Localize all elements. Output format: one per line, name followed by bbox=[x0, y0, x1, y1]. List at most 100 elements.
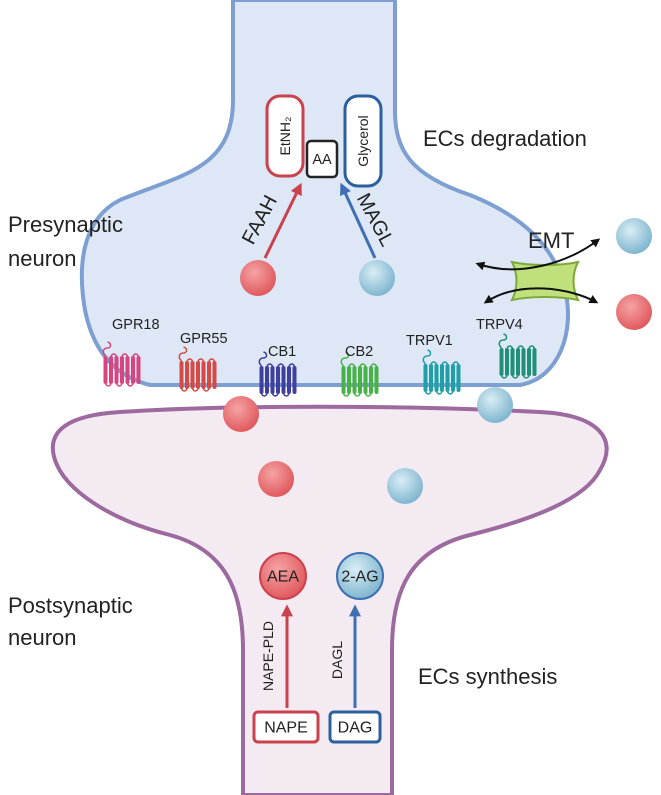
aa-box: AA bbox=[305, 139, 339, 179]
receptor-helix bbox=[516, 348, 520, 376]
receptor-tail bbox=[422, 349, 432, 365]
receptor-tail bbox=[498, 333, 508, 349]
etnh2-box: EtNH₂ bbox=[265, 94, 305, 178]
receptor-helix bbox=[527, 348, 531, 376]
receptor-helix bbox=[259, 366, 264, 394]
receptor-trpv1: TRPV1 bbox=[406, 333, 461, 395]
receptor-helix bbox=[136, 356, 141, 384]
receptor-helix bbox=[114, 356, 119, 384]
postsynaptic-neuron bbox=[50, 404, 609, 795]
receptor-helix bbox=[532, 348, 537, 376]
receptor-loops bbox=[424, 361, 460, 395]
emt-label: EMT bbox=[528, 228, 574, 253]
receptor-label-cb2: CB2 bbox=[345, 344, 373, 360]
receptor-helix bbox=[423, 364, 428, 392]
emt-arrow-in-out-2 bbox=[483, 287, 599, 304]
receptor-tail bbox=[178, 346, 188, 362]
presynaptic-label-line1: Presynaptic bbox=[8, 212, 123, 237]
receptor-helix bbox=[510, 348, 515, 376]
receptor-helix bbox=[341, 366, 346, 394]
receptor-helix bbox=[201, 361, 206, 389]
receptor-helix bbox=[287, 366, 291, 394]
aea-molecule-pre bbox=[240, 260, 276, 296]
receptor-helix bbox=[125, 356, 130, 384]
receptor-helix bbox=[445, 364, 450, 392]
dagl-label: DAGL bbox=[329, 641, 345, 679]
emt-arrow-in-out-1 bbox=[475, 238, 601, 271]
receptor-helix bbox=[131, 356, 135, 384]
emt-transporter bbox=[510, 260, 580, 302]
receptor-helix bbox=[363, 366, 368, 394]
receptor-tail bbox=[102, 341, 112, 357]
presynaptic-neuron bbox=[79, 0, 570, 387]
receptor-helix bbox=[120, 356, 124, 384]
aea-molecule-extracellular bbox=[616, 294, 652, 330]
receptor-gpr18: GPR18 bbox=[102, 317, 160, 387]
2ag-label: 2-AG bbox=[341, 569, 378, 586]
magl-arrow bbox=[340, 182, 377, 259]
synthesis-label: ECs synthesis bbox=[418, 664, 557, 689]
receptor-helix bbox=[281, 366, 286, 394]
nape-label: NAPE bbox=[264, 720, 308, 737]
receptor-helix bbox=[369, 366, 373, 394]
receptor-tail bbox=[340, 351, 350, 367]
receptor-cb1: CB1 bbox=[258, 344, 297, 397]
nape-pld-label: NAPE-PLD bbox=[260, 621, 276, 691]
2ag-molecule-post bbox=[387, 468, 423, 504]
etnh2-label: EtNH₂ bbox=[277, 117, 293, 156]
receptor-helix bbox=[292, 366, 297, 394]
receptor-label-gpr18: GPR18 bbox=[112, 317, 160, 333]
faah-arrow bbox=[263, 182, 302, 259]
dag-label: DAG bbox=[338, 720, 373, 737]
receptor-tail bbox=[258, 351, 268, 367]
receptor-helix bbox=[265, 366, 269, 394]
glycerol-box: Glycerol bbox=[343, 94, 383, 188]
aea-node: AEA bbox=[259, 552, 307, 600]
receptor-helix bbox=[179, 361, 184, 389]
receptor-loops bbox=[260, 363, 296, 397]
receptor-helix bbox=[451, 364, 455, 392]
dag-box: DAG bbox=[328, 710, 382, 744]
2ag-molecule-pre bbox=[359, 260, 395, 296]
aea-label: AEA bbox=[267, 569, 299, 586]
receptor-helix bbox=[358, 366, 362, 394]
receptor-label-cb1: CB1 bbox=[268, 344, 296, 360]
receptor-helix bbox=[196, 361, 200, 389]
aa-label: AA bbox=[312, 152, 332, 168]
postsynaptic-label-line1: Postsynaptic bbox=[8, 593, 133, 618]
receptor-loops bbox=[342, 363, 378, 397]
receptor-gpr55: GPR55 bbox=[178, 331, 228, 392]
receptor-label-trpv4: TRPV4 bbox=[476, 317, 523, 333]
receptor-helix bbox=[207, 361, 211, 389]
receptor-loops bbox=[500, 345, 536, 379]
receptor-helix bbox=[212, 361, 217, 389]
receptor-helix bbox=[456, 364, 461, 392]
receptor-helix bbox=[352, 366, 357, 394]
aea-molecule-post bbox=[258, 461, 294, 497]
receptor-helix bbox=[109, 356, 113, 384]
receptor-trpv4: TRPV4 bbox=[476, 317, 537, 379]
receptor-helix bbox=[190, 361, 195, 389]
degradation-label: ECs degradation bbox=[423, 126, 587, 151]
receptor-helix bbox=[429, 364, 433, 392]
receptor-helix bbox=[499, 348, 504, 376]
receptor-helix bbox=[440, 364, 444, 392]
2ag-node: 2-AG bbox=[336, 552, 384, 600]
receptor-helix bbox=[521, 348, 526, 376]
receptor-label-trpv1: TRPV1 bbox=[406, 333, 453, 349]
2ag-molecule-cleft bbox=[477, 387, 513, 423]
receptor-helix bbox=[270, 366, 275, 394]
receptor-helix bbox=[374, 366, 379, 394]
receptor-helix bbox=[347, 366, 351, 394]
receptor-helix bbox=[505, 348, 509, 376]
presynaptic-label-line2: neuron bbox=[8, 246, 77, 271]
postsynaptic-label-line2: neuron bbox=[8, 625, 77, 650]
glycerol-label: Glycerol bbox=[355, 115, 371, 166]
receptor-label-gpr55: GPR55 bbox=[180, 331, 228, 347]
2ag-molecule-extracellular bbox=[616, 218, 652, 254]
nape-box: NAPE bbox=[252, 710, 320, 744]
receptor-loops bbox=[180, 358, 216, 392]
receptor-helix bbox=[185, 361, 189, 389]
